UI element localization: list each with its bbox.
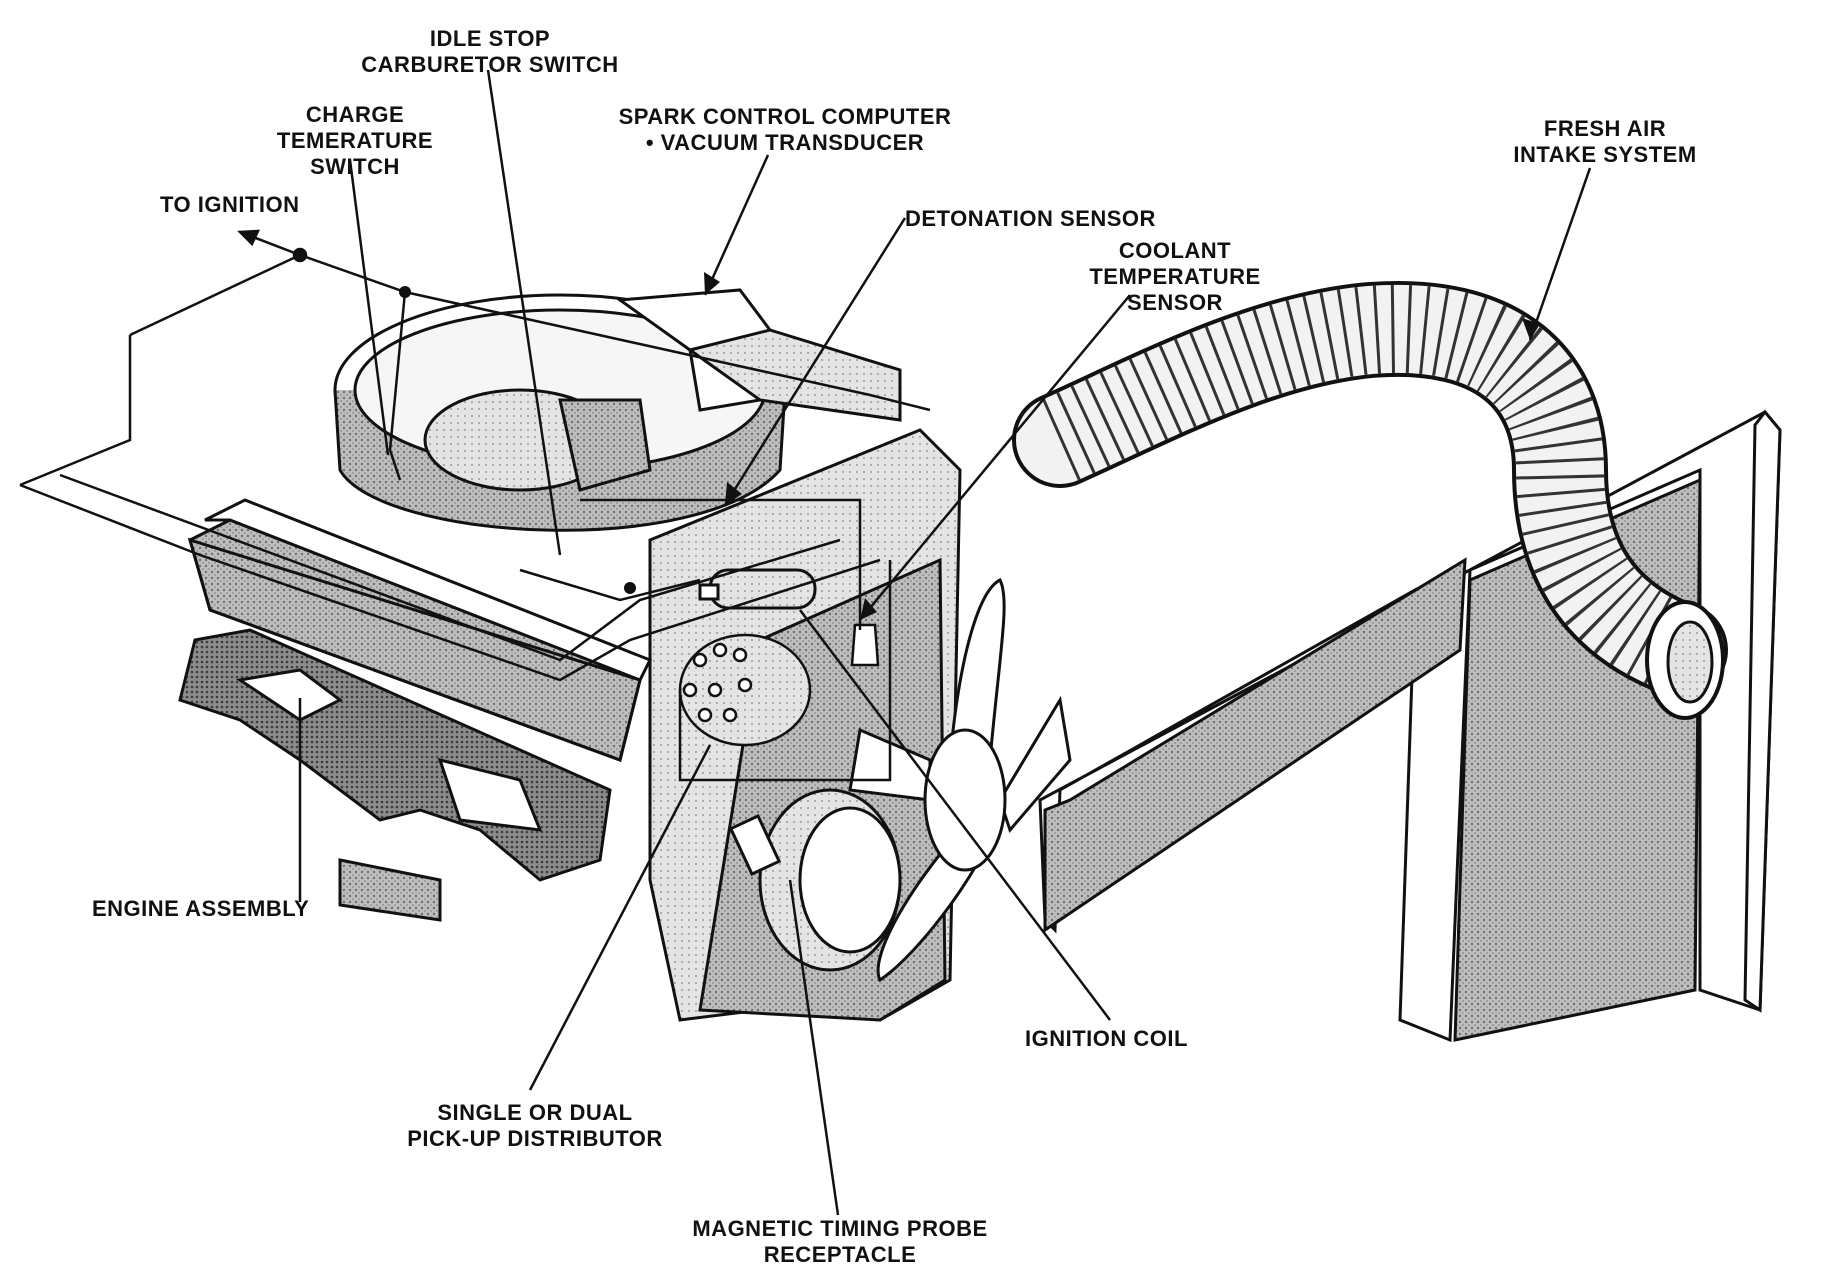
pulley	[728, 788, 902, 972]
label-fresh-air-intake-system: FRESH AIR INTAKE SYSTEM	[1490, 116, 1720, 168]
label-line: SINGLE OR DUAL	[437, 1100, 633, 1125]
label-line: MAGNETIC TIMING PROBE	[692, 1216, 988, 1241]
radiator-support	[1038, 409, 1782, 1043]
label-line: TEMPERATURE	[1089, 264, 1261, 289]
label-line: RECEPTACLE	[763, 1242, 917, 1267]
label-line: SENSOR	[1127, 290, 1223, 315]
harness-junction	[624, 582, 636, 594]
label-line: SWITCH	[310, 154, 400, 179]
label-line: • VACUUM TRANSDUCER	[645, 130, 925, 155]
label-line: CARBURETOR SWITCH	[361, 52, 619, 77]
label-charge-temperature-switch: CHARGE TEMERATURE SWITCH	[275, 102, 435, 180]
label-distributor: SINGLE OR DUAL PICK-UP DISTRIBUTOR	[400, 1100, 670, 1152]
label-to-ignition: TO IGNITION	[160, 192, 300, 217]
harness-junction	[399, 286, 411, 298]
to-ignition-arrow	[237, 229, 308, 263]
label-detonation-sensor: DETONATION SENSOR	[905, 206, 1156, 231]
label-engine-assembly: ENGINE ASSEMBLY	[92, 896, 310, 921]
label-line: INTAKE SYSTEM	[1513, 142, 1697, 167]
ignition-coil-part	[698, 568, 817, 610]
wiring-harness	[19, 253, 931, 782]
arrowheads	[704, 272, 1540, 620]
label-line: SPARK CONTROL COMPUTER	[618, 104, 952, 129]
spark-control-computer	[615, 288, 902, 422]
label-line: CHARGE	[305, 102, 405, 127]
fresh-air-hose	[1012, 280, 1728, 720]
label-coolant-temperature-sensor: COOLANT TEMPERATURE SENSOR	[1080, 238, 1270, 316]
label-magnetic-timing-probe-receptacle: MAGNETIC TIMING PROBE RECEPTACLE	[680, 1216, 1000, 1268]
distributor-cap	[678, 633, 812, 747]
leader-lines	[298, 69, 1592, 1216]
label-spark-control-computer: SPARK CONTROL COMPUTER • VACUUM TRANSDUC…	[615, 104, 955, 156]
label-line: IDLE STOP	[429, 26, 551, 51]
label-line: FRESH AIR	[1543, 116, 1667, 141]
label-line: COOLANT	[1118, 238, 1232, 263]
engine-fan	[848, 577, 1072, 983]
coolant-sensor-part	[850, 623, 880, 667]
label-line: TEMERATURE	[276, 128, 434, 153]
label-ignition-coil: IGNITION COIL	[1025, 1026, 1188, 1051]
label-line: PICK-UP DISTRIBUTOR	[407, 1126, 663, 1151]
label-idle-stop-carburetor-switch: IDLE STOP CARBURETOR SWITCH	[360, 26, 620, 78]
